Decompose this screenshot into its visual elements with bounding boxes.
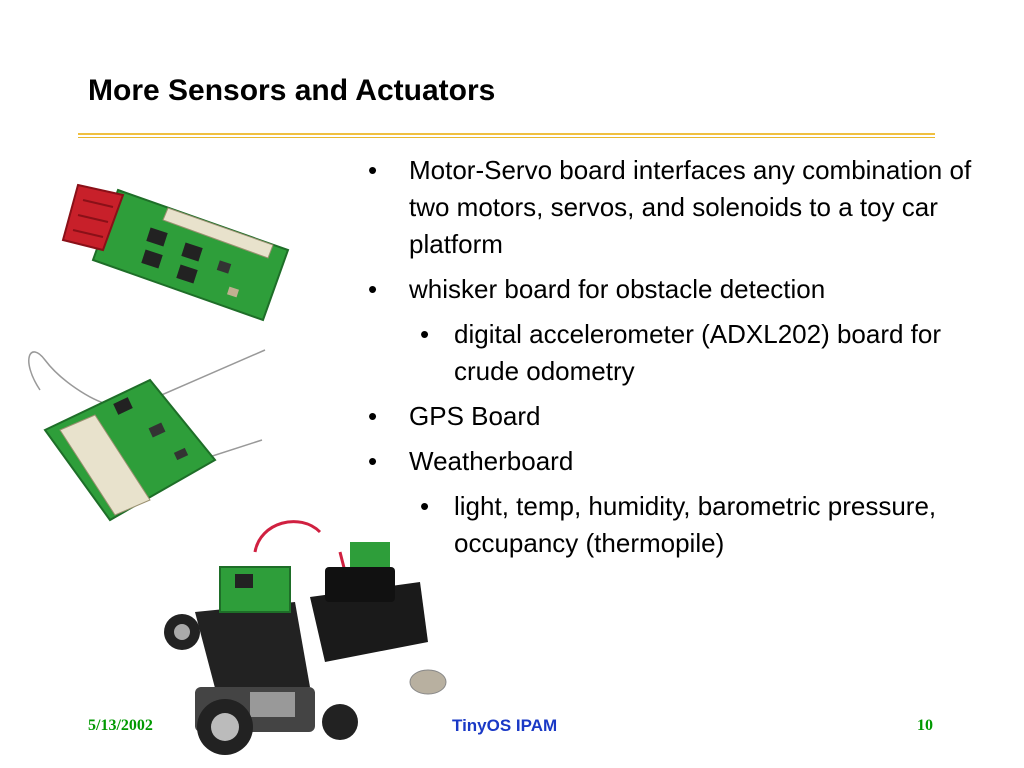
footer-date: 5/13/2002 (88, 717, 153, 734)
bullet-item: • Motor-Servo board interfaces any combi… (365, 152, 985, 263)
motor-servo-board-image (48, 170, 318, 345)
page-number: 10 (917, 717, 933, 734)
bullet-item: • whisker board for obstacle detection (365, 271, 985, 308)
bullet-list: • Motor-Servo board interfaces any combi… (365, 152, 985, 570)
bullet-item: • GPS Board (365, 398, 985, 435)
bullet-text: digital accelerometer (ADXL202) board fo… (454, 319, 942, 386)
footer-title: TinyOS IPAM (452, 716, 558, 735)
bullet-item: • Weatherboard (365, 443, 985, 480)
bullet-dot: • (368, 401, 378, 431)
bullet-text: whisker board for obstacle detection (409, 274, 826, 304)
whisker-board-image (0, 330, 270, 530)
bullet-dot: • (368, 446, 378, 476)
bullet-text: light, temp, humidity, barometric pressu… (454, 491, 937, 558)
bullet-text: Weatherboard (409, 446, 574, 476)
bullet-text: GPS Board (409, 401, 541, 431)
title-divider-shadow (78, 137, 935, 138)
bullet-dot: • (368, 155, 378, 185)
sub-bullet-item: • digital accelerometer (ADXL202) board … (365, 316, 985, 390)
bullet-dot: • (420, 319, 430, 349)
bullet-text: Motor-Servo board interfaces any combina… (409, 155, 972, 259)
slide-title: More Sensors and Actuators (88, 74, 496, 107)
bullet-dot: • (368, 274, 378, 304)
bullet-dot: • (420, 491, 430, 521)
robot-car-image (160, 512, 450, 768)
sub-bullet-item: • light, temp, humidity, barometric pres… (365, 488, 985, 562)
title-divider (78, 133, 935, 135)
